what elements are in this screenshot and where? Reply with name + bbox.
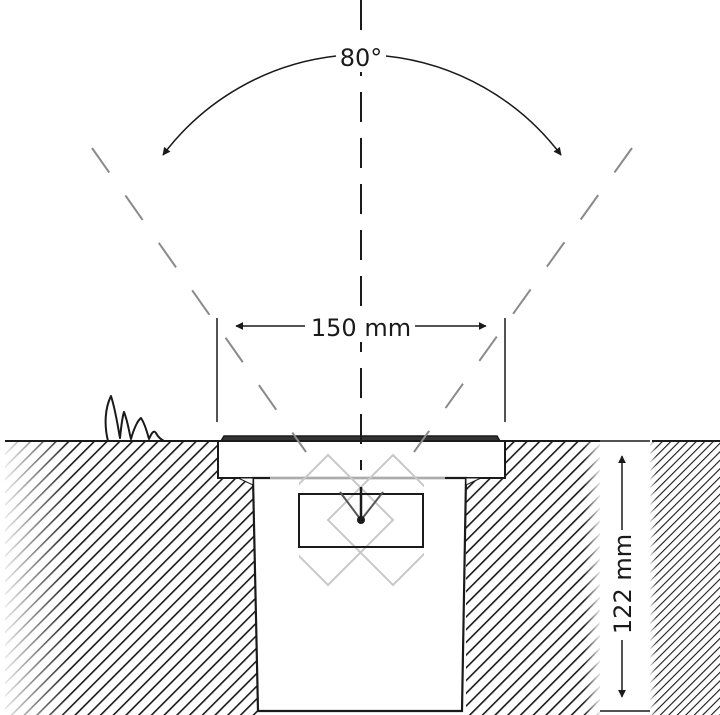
optics-pattern (299, 453, 424, 587)
beam-angle-label: 80° (340, 44, 383, 72)
ground-left (5, 441, 218, 715)
ground-right (466, 441, 720, 715)
beam-line-left (91, 147, 307, 453)
grass-icon (104, 395, 165, 442)
diameter-label: 150 mm (311, 314, 411, 342)
ground-under-flange-left (218, 478, 258, 715)
angle-arc-left (162, 55, 337, 156)
angle-arc-right (385, 55, 562, 156)
light-source-dot (357, 516, 365, 524)
depth-label: 122 mm (609, 534, 637, 634)
internal-beam (339, 491, 384, 521)
fixture-body (217, 435, 506, 713)
beam-line-right (413, 147, 633, 453)
